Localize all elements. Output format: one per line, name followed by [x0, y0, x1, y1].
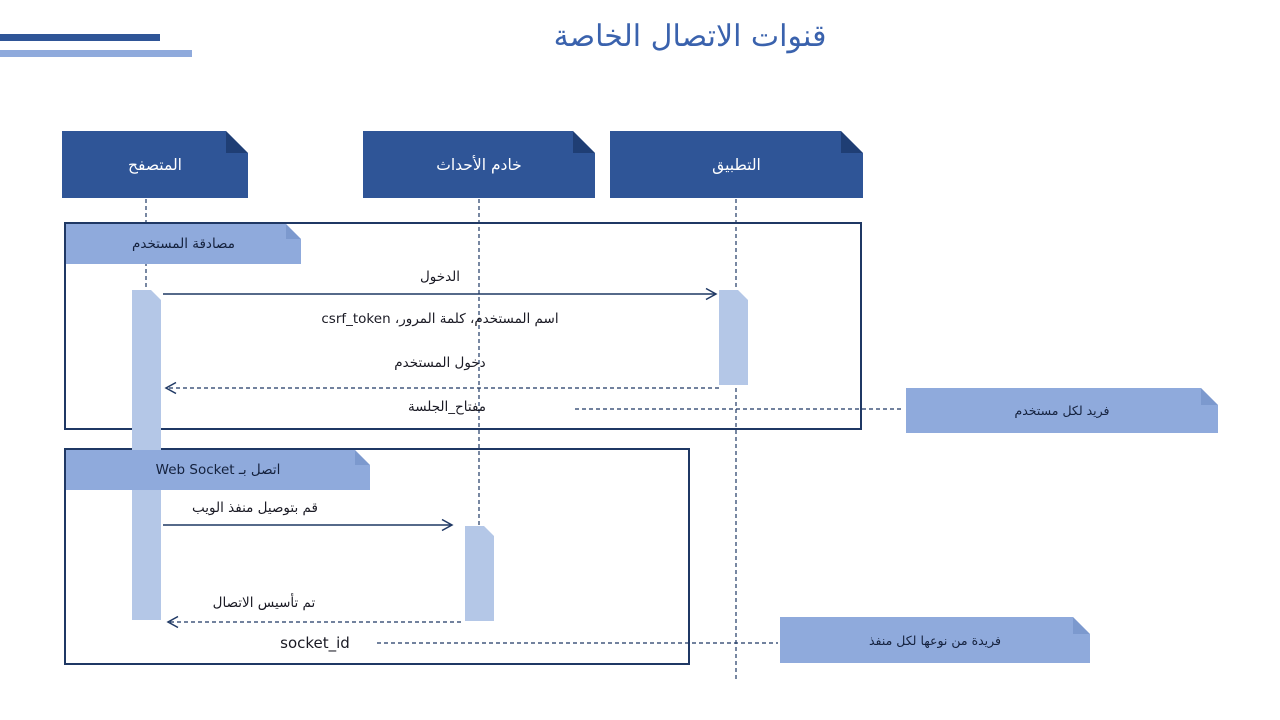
actor-event-server-label: خادم الأحداث	[436, 155, 522, 174]
arrowhead-right-icon	[441, 518, 454, 532]
actor-application-label: التطبيق	[712, 155, 761, 174]
frame-user-authentication-title: مصادقة المستخدم	[66, 224, 301, 264]
message-user-login: دخول المستخدم	[394, 355, 486, 371]
decoration-bar-light	[0, 50, 192, 57]
page-title: قنوات الاتصال الخاصة	[553, 19, 827, 54]
message-login: الدخول	[419, 269, 461, 285]
actor-browser-label: المتصفح	[128, 155, 182, 174]
actor-application: التطبيق	[610, 131, 863, 198]
arrowhead-left-icon	[164, 381, 177, 395]
arrowhead-left-icon	[166, 615, 179, 629]
frame-label-text: اتصل بـ Web Socket	[155, 462, 281, 478]
frame-label-text: مصادقة المستخدم	[132, 236, 235, 252]
actor-event-server: خادم الأحداث	[363, 131, 595, 198]
activation-bar-event-server	[465, 526, 494, 621]
note-unique-per-user: فريد لكل مستخدم	[906, 388, 1218, 433]
message-socket-id: socket_id	[280, 634, 350, 652]
message-session-key: مفتاح_الجلسة	[407, 399, 487, 415]
note-text: فريدة من نوعها لكل منفذ	[868, 632, 1002, 648]
frame-connect-websocket	[64, 448, 690, 665]
message-connection-established: تم تأسيس الاتصال	[212, 595, 316, 611]
message-connect-socket: قم بتوصيل منفذ الويب	[192, 500, 318, 516]
arrowhead-right-icon	[705, 287, 718, 301]
message-credentials: اسم المستخدم، كلمة المرور، csrf_token	[321, 311, 559, 327]
frame-user-authentication	[64, 222, 862, 430]
activation-bar-application	[719, 290, 748, 385]
decoration-bar-dark	[0, 34, 160, 41]
frame-connect-websocket-title: اتصل بـ Web Socket	[66, 450, 370, 490]
note-unique-per-socket: فريدة من نوعها لكل منفذ	[780, 617, 1090, 663]
note-text: فريد لكل مستخدم	[1014, 403, 1110, 418]
